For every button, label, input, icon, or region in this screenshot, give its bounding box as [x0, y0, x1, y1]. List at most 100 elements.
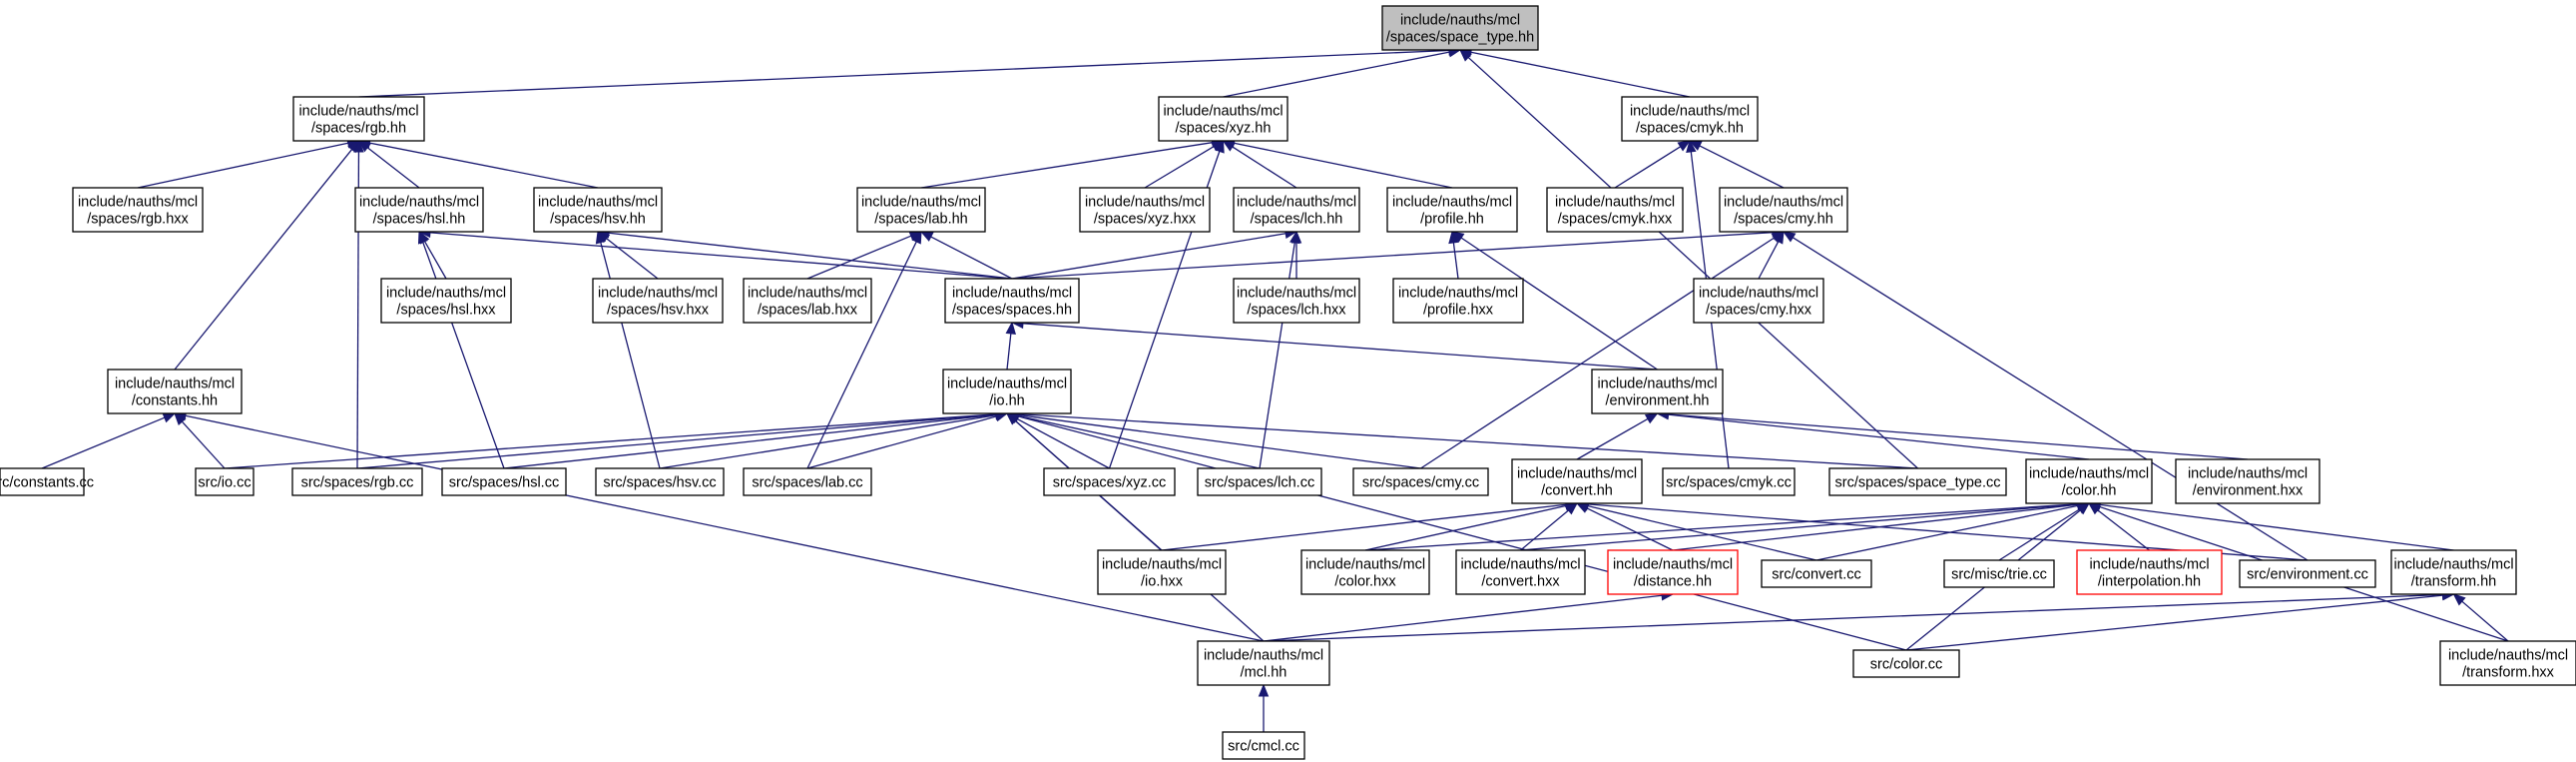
node-box[interactable] — [292, 96, 425, 142]
node-box[interactable] — [856, 187, 986, 233]
node-root[interactable]: include/nauths/mcl/spaces/space_type.hh — [1381, 5, 1539, 51]
node-lchhxx[interactable]: include/nauths/mcl/spaces/lch.hxx — [1233, 278, 1360, 324]
node-box[interactable] — [1158, 96, 1288, 142]
node-envhh[interactable]: include/nauths/mcl/environment.hh — [1591, 369, 1724, 414]
node-colorcc[interactable]: src/color.cc — [1852, 649, 1960, 678]
node-xyzhxx[interactable]: include/nauths/mcl/spaces/xyz.hxx — [1079, 187, 1211, 233]
node-spaceshh[interactable]: include/nauths/mcl/spaces/spaces.hh — [944, 278, 1080, 324]
node-box[interactable] — [595, 467, 725, 496]
node-box[interactable] — [380, 278, 512, 324]
node-box[interactable] — [1719, 187, 1848, 233]
node-hsvcc[interactable]: src/spaces/hsv.cc — [595, 467, 725, 496]
node-box[interactable] — [743, 278, 872, 324]
node-labhxx[interactable]: include/nauths/mcl/spaces/lab.hxx — [743, 278, 872, 324]
node-box[interactable] — [1300, 549, 1430, 595]
node-box[interactable] — [1943, 559, 2055, 588]
node-colorhh[interactable]: include/nauths/mcl/color.hh — [2025, 458, 2153, 504]
node-box[interactable] — [2439, 640, 2576, 686]
node-box[interactable] — [1511, 458, 1643, 504]
node-box[interactable] — [1621, 96, 1759, 142]
node-box[interactable] — [441, 467, 567, 496]
node-rgbcc[interactable]: src/spaces/rgb.cc — [291, 467, 423, 496]
node-constantscc[interactable]: src/constants.cc — [0, 467, 94, 496]
node-hsvhxx[interactable]: include/nauths/mcl/spaces/hsv.hxx — [592, 278, 724, 324]
node-box[interactable] — [1233, 278, 1360, 324]
node-box[interactable] — [1392, 278, 1524, 324]
node-box[interactable] — [2175, 458, 2320, 504]
node-interphh[interactable]: include/nauths/mcl/interpolation.hh — [2076, 549, 2223, 595]
node-xyzcc[interactable]: src/spaces/xyz.cc — [1043, 467, 1176, 496]
node-rgbhh[interactable]: include/nauths/mcl/spaces/rgb.hh — [292, 96, 425, 142]
node-labhh[interactable]: include/nauths/mcl/spaces/lab.hh — [856, 187, 986, 233]
node-box[interactable] — [942, 369, 1072, 414]
node-box[interactable] — [743, 467, 872, 496]
node-rgbhxx[interactable]: include/nauths/mcl/spaces/rgb.hxx — [72, 187, 204, 233]
node-cmycc[interactable]: src/spaces/cmy.cc — [1352, 467, 1489, 496]
node-hslcc[interactable]: src/spaces/hsl.cc — [441, 467, 567, 496]
node-box[interactable] — [195, 467, 255, 496]
node-convertcc[interactable]: src/convert.cc — [1761, 559, 1872, 588]
node-box[interactable] — [533, 187, 663, 233]
node-box[interactable] — [1043, 467, 1176, 496]
node-box[interactable] — [1097, 549, 1227, 595]
node-box[interactable] — [2239, 559, 2376, 588]
node-iohh[interactable]: include/nauths/mcl/io.hh — [942, 369, 1072, 414]
node-box[interactable] — [1352, 467, 1489, 496]
node-hslhh[interactable]: include/nauths/mcl/spaces/hsl.hh — [354, 187, 484, 233]
node-lchcc[interactable]: src/spaces/lch.cc — [1197, 467, 1322, 496]
node-box[interactable] — [291, 467, 423, 496]
node-box[interactable] — [1455, 549, 1586, 595]
node-cmykcc[interactable]: src/spaces/cmyk.cc — [1662, 467, 1796, 496]
node-labcc[interactable]: src/spaces/lab.cc — [743, 467, 872, 496]
node-converthh[interactable]: include/nauths/mcl/convert.hh — [1511, 458, 1643, 504]
node-hsvhh[interactable]: include/nauths/mcl/spaces/hsv.hh — [533, 187, 663, 233]
node-iocc[interactable]: src/io.cc — [195, 467, 255, 496]
node-box[interactable] — [1662, 467, 1796, 496]
node-box[interactable] — [2076, 549, 2223, 595]
node-transformhh[interactable]: include/nauths/mcl/transform.hh — [2390, 549, 2517, 595]
node-box[interactable] — [1591, 369, 1724, 414]
node-cmykhh[interactable]: include/nauths/mcl/spaces/cmyk.hh — [1621, 96, 1759, 142]
node-box[interactable] — [1607, 549, 1739, 595]
node-box[interactable] — [1222, 731, 1305, 760]
node-transformhxx[interactable]: include/nauths/mcl/transform.hxx — [2439, 640, 2576, 686]
node-lchhh[interactable]: include/nauths/mcl/spaces/lch.hh — [1233, 187, 1360, 233]
node-box[interactable] — [354, 187, 484, 233]
node-mclhh[interactable]: include/nauths/mcl/mcl.hh — [1197, 640, 1330, 686]
node-cmykhxx[interactable]: include/nauths/mcl/spaces/cmyk.hxx — [1546, 187, 1684, 233]
node-box[interactable] — [1381, 5, 1539, 51]
node-box[interactable] — [107, 369, 243, 414]
node-envhxx[interactable]: include/nauths/mcl/environment.hxx — [2175, 458, 2320, 504]
node-distancehh[interactable]: include/nauths/mcl/distance.hh — [1607, 549, 1739, 595]
node-box[interactable] — [1197, 467, 1322, 496]
node-cmclcc[interactable]: src/cmcl.cc — [1222, 731, 1305, 760]
node-colorhxx[interactable]: include/nauths/mcl/color.hxx — [1300, 549, 1430, 595]
node-box[interactable] — [2025, 458, 2153, 504]
node-triecc[interactable]: src/misc/trie.cc — [1943, 559, 2055, 588]
node-box[interactable] — [944, 278, 1080, 324]
node-box[interactable] — [1693, 278, 1824, 324]
node-box[interactable] — [0, 467, 85, 496]
node-box[interactable] — [1828, 467, 2007, 496]
node-cmyhxx[interactable]: include/nauths/mcl/spaces/cmy.hxx — [1693, 278, 1824, 324]
node-box[interactable] — [1233, 187, 1360, 233]
node-constantshh[interactable]: include/nauths/mcl/constants.hh — [107, 369, 243, 414]
node-box[interactable] — [592, 278, 724, 324]
node-box[interactable] — [1079, 187, 1211, 233]
node-hslhxx[interactable]: include/nauths/mcl/spaces/hsl.hxx — [380, 278, 512, 324]
node-box[interactable] — [1761, 559, 1872, 588]
node-box[interactable] — [1546, 187, 1684, 233]
node-xyzhh[interactable]: include/nauths/mcl/spaces/xyz.hh — [1158, 96, 1288, 142]
node-cmyhh[interactable]: include/nauths/mcl/spaces/cmy.hh — [1719, 187, 1848, 233]
node-iohxx[interactable]: include/nauths/mcl/io.hxx — [1097, 549, 1227, 595]
node-box[interactable] — [72, 187, 204, 233]
node-box[interactable] — [1197, 640, 1330, 686]
node-box[interactable] — [2390, 549, 2517, 595]
node-envcc[interactable]: src/environment.cc — [2239, 559, 2376, 588]
node-converthxx[interactable]: include/nauths/mcl/convert.hxx — [1455, 549, 1586, 595]
node-profilehxx[interactable]: include/nauths/mcl/profile.hxx — [1392, 278, 1524, 324]
node-box[interactable] — [1386, 187, 1518, 233]
node-profilehh[interactable]: include/nauths/mcl/profile.hh — [1386, 187, 1518, 233]
node-box[interactable] — [1852, 649, 1960, 678]
node-spacetypecc[interactable]: src/spaces/space_type.cc — [1828, 467, 2007, 496]
